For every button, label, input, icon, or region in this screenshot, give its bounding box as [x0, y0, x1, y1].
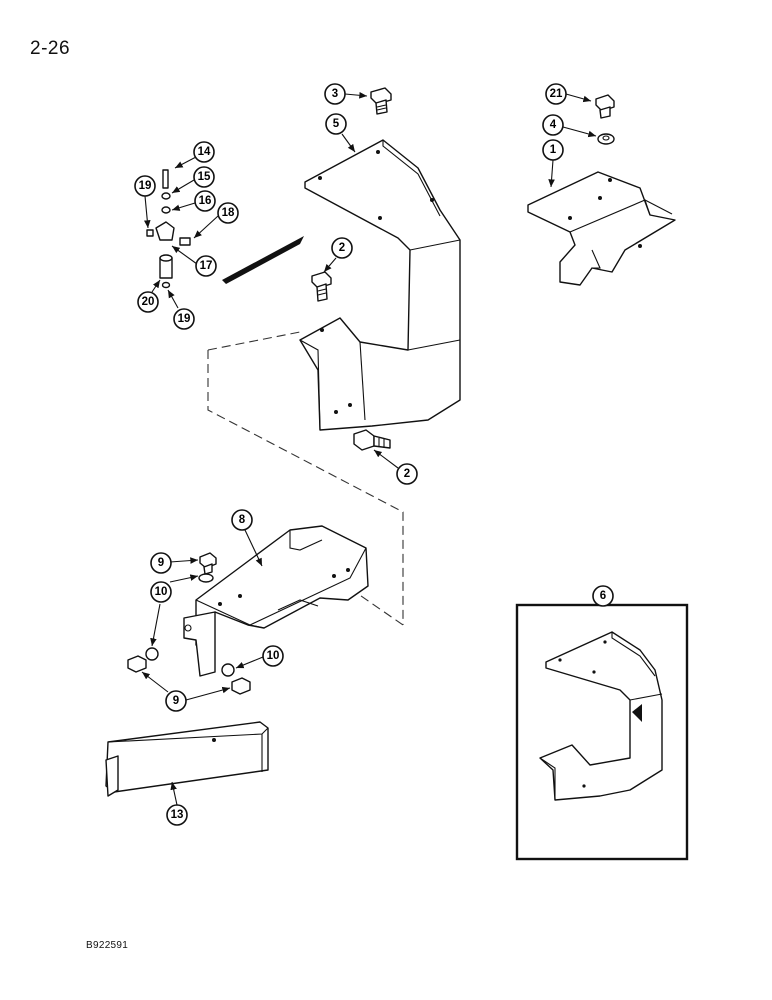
washer-icon [221, 663, 235, 677]
callout-15: 15 [193, 166, 215, 188]
callout-10: 10 [150, 581, 172, 603]
svg-text:9: 9 [158, 557, 164, 569]
bolt-icon [311, 271, 332, 302]
svg-text:5: 5 [333, 118, 340, 130]
svg-text:21: 21 [550, 88, 563, 100]
washer-icon [161, 206, 171, 214]
assembly-guide-lines [207, 331, 404, 626]
svg-text:17: 17 [200, 260, 213, 272]
svg-text:6: 6 [600, 590, 606, 602]
pin-assembly [146, 169, 191, 289]
nut-icon [146, 229, 154, 237]
callout-1: 1 [542, 139, 564, 161]
callout-19: 19 [173, 308, 195, 330]
washer-icon [597, 133, 615, 145]
svg-text:13: 13 [171, 809, 184, 821]
callout-6: 6 [592, 585, 614, 607]
svg-text:2: 2 [404, 468, 410, 480]
fender-shield [299, 139, 461, 431]
svg-text:1: 1 [550, 144, 557, 156]
callout-19: 19 [134, 175, 156, 197]
svg-text:10: 10 [155, 586, 168, 598]
nut-icon [161, 192, 171, 200]
callout-17: 17 [195, 255, 217, 277]
washer-icon [145, 647, 159, 661]
callout-14: 14 [193, 141, 215, 163]
callout-2: 2 [396, 463, 418, 485]
callout-9: 9 [165, 690, 187, 712]
bolt-icon [127, 655, 147, 673]
screw-icon [179, 237, 191, 246]
svg-text:19: 19 [178, 313, 191, 325]
svg-text:4: 4 [550, 119, 557, 131]
bolt-icon [199, 552, 217, 575]
mount-bracket-part-8 [183, 525, 369, 677]
figure-code: B922591 [86, 940, 129, 951]
callout-13: 13 [166, 804, 188, 826]
svg-text:18: 18 [222, 207, 235, 219]
svg-text:16: 16 [199, 195, 212, 207]
svg-text:3: 3 [332, 88, 338, 100]
callout-18: 18 [217, 202, 239, 224]
washer-icon [161, 281, 171, 289]
svg-text:14: 14 [198, 146, 211, 158]
svg-text:20: 20 [142, 296, 155, 308]
bracket-clip-icon [155, 221, 175, 241]
bolt-icon [595, 94, 615, 119]
svg-text:10: 10 [267, 650, 280, 662]
page-number: 2-26 [30, 38, 71, 59]
callout-21: 21 [545, 83, 567, 105]
callout-2: 2 [331, 237, 353, 259]
bracket-part-1 [527, 171, 676, 286]
leader-lines [141, 92, 604, 806]
callout-8: 8 [231, 509, 253, 531]
svg-text:9: 9 [173, 695, 179, 707]
rubber-strip [222, 236, 304, 284]
callout-5: 5 [325, 113, 347, 135]
cover-plate-part-13 [105, 721, 269, 797]
svg-text:2: 2 [339, 242, 345, 254]
inset-box [515, 603, 689, 861]
callout-4: 4 [542, 114, 564, 136]
pin-icon [162, 169, 169, 189]
callout-3: 3 [324, 83, 346, 105]
washer-icon [198, 573, 214, 583]
callout-10: 10 [262, 645, 284, 667]
callout-20: 20 [137, 291, 159, 313]
bolt-icon [370, 87, 392, 115]
bolt-icon [353, 429, 391, 451]
callout-9: 9 [150, 552, 172, 574]
svg-text:19: 19 [139, 180, 152, 192]
svg-text:8: 8 [239, 514, 246, 526]
svg-text:15: 15 [198, 171, 211, 183]
callout-16: 16 [194, 190, 216, 212]
bolt-icon [231, 677, 251, 695]
